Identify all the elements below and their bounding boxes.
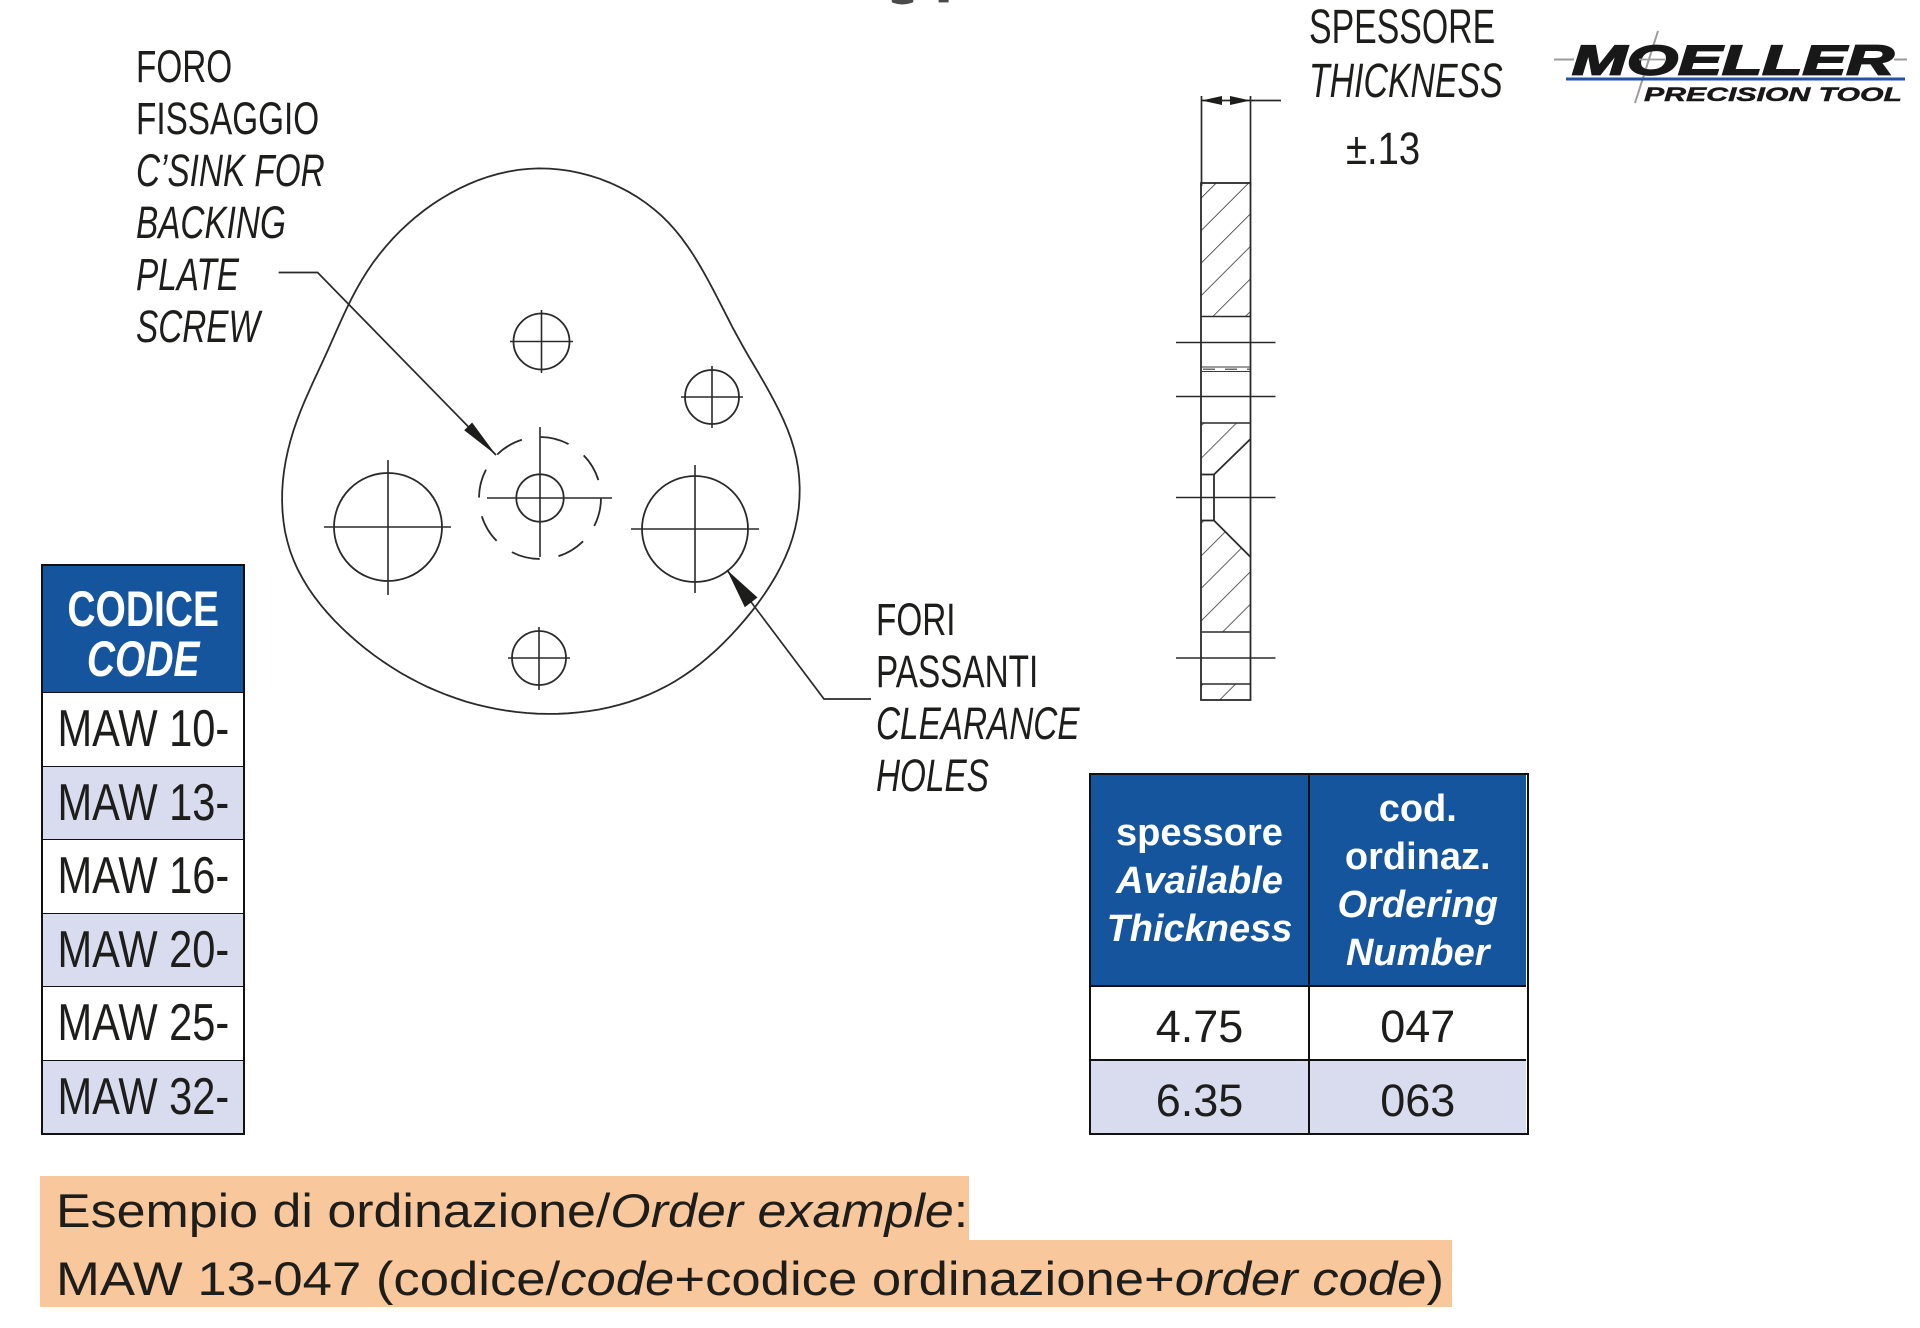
svg-text:PRECISION TOOL: PRECISION TOOL: [1644, 84, 1902, 106]
svg-text:MOELLER: MOELLER: [1572, 37, 1895, 84]
